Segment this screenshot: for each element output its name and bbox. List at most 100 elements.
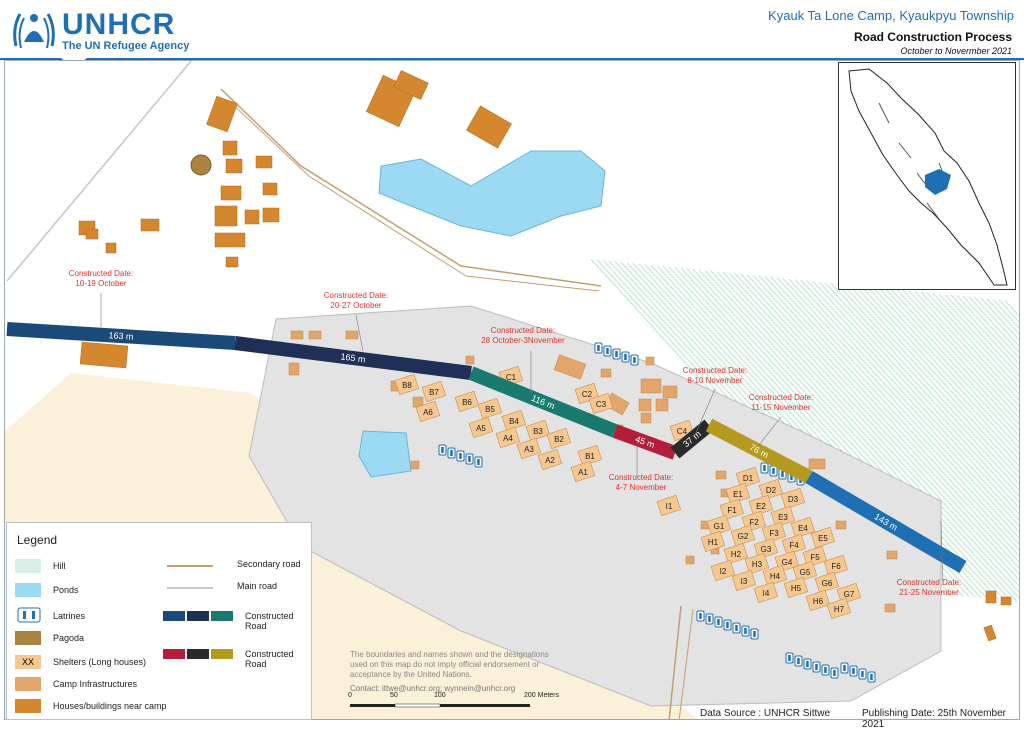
shelter-I4: I4 bbox=[753, 581, 779, 604]
secondary-road-top2 bbox=[228, 100, 600, 292]
shelter-F6: F6 bbox=[823, 554, 849, 577]
road-date-title-2: Constructed Date: bbox=[324, 291, 388, 300]
hill-hatch-line bbox=[794, 279, 1019, 527]
shelter-I2: I2 bbox=[710, 559, 736, 582]
road-date-2: 20-27 October bbox=[330, 301, 381, 310]
hill-hatch-line bbox=[842, 283, 1019, 479]
legend-hill-swatch bbox=[15, 559, 41, 573]
map-title: Road Construction Process bbox=[853, 30, 1012, 44]
shelter-H5: H5 bbox=[783, 576, 809, 599]
shelter-H4: H4 bbox=[762, 564, 788, 587]
shelter-F1: F1 bbox=[719, 498, 745, 521]
hill-hatch-line bbox=[812, 280, 1019, 509]
hill-hatch-line bbox=[830, 282, 1019, 491]
shelter-G3: G3 bbox=[753, 537, 779, 560]
inset-highlight bbox=[925, 169, 951, 195]
contact-info: Contact: ittwe@unhcr.org; wynnein@unhcr.… bbox=[350, 684, 516, 693]
shelter-label-G3: G3 bbox=[761, 545, 772, 554]
shelter-label-E2: E2 bbox=[756, 502, 766, 511]
latrine-icon bbox=[821, 664, 830, 676]
legend-camp-infra-swatch bbox=[15, 677, 41, 691]
legend-ponds: Ponds bbox=[53, 585, 79, 595]
main-road-left bbox=[6, 61, 192, 282]
hill-hatch-line bbox=[866, 286, 1019, 455]
secondary-road-top bbox=[220, 88, 602, 287]
shelter-label-G4: G4 bbox=[782, 558, 793, 567]
shelter-label-D1: D1 bbox=[743, 474, 754, 483]
hill-hatch-line bbox=[818, 281, 1019, 503]
hill-hatch-line bbox=[848, 284, 1019, 473]
road-segment-4 bbox=[612, 424, 678, 460]
shelter-label-B6: B6 bbox=[462, 398, 472, 407]
shelter-label-G1: G1 bbox=[714, 522, 725, 531]
shelter-B4: B4 bbox=[501, 409, 527, 432]
legend-houses: Houses/buildings near camp bbox=[53, 701, 167, 711]
shelter-label-H7: H7 bbox=[834, 605, 845, 614]
shelter-label-E4: E4 bbox=[798, 524, 808, 533]
shelter-E5: E5 bbox=[810, 526, 836, 549]
shelter-B2: B2 bbox=[546, 427, 572, 450]
inset-map-shape bbox=[848, 68, 1008, 286]
road-segment-2 bbox=[234, 336, 472, 380]
road-date-4: 4-7 November bbox=[616, 483, 667, 492]
scale-tick-50: 50 bbox=[390, 692, 398, 699]
shelter-E2: E2 bbox=[748, 494, 774, 517]
latrine-icon bbox=[741, 625, 750, 637]
map-legend: Legend Hill Ponds Latrines Pagoda XX She… bbox=[6, 522, 312, 720]
road-segment-6 bbox=[705, 418, 813, 484]
data-source: Data Source : UNHCR Sittwe bbox=[700, 708, 831, 719]
latrine-icon bbox=[621, 351, 630, 363]
hill-hatch-line bbox=[776, 277, 1019, 545]
shelter-A2: A2 bbox=[537, 448, 563, 471]
road-length-label-2: 165 m bbox=[340, 351, 366, 364]
road-date-title-6: Constructed Date: bbox=[749, 393, 813, 402]
road-date-7: 21-25 November bbox=[899, 588, 959, 597]
shelter-B8: B8 bbox=[394, 373, 420, 396]
hill-hatch-line bbox=[932, 292, 1019, 389]
hill-hatch-line bbox=[722, 271, 1019, 599]
latrine-icon bbox=[830, 667, 839, 679]
hill-hatch-line bbox=[836, 283, 1019, 485]
shelter-H6: H6 bbox=[805, 589, 831, 612]
legend-shelters-swatch: XX bbox=[15, 655, 41, 669]
hill-hatch-line bbox=[740, 273, 1019, 581]
latrine-icon bbox=[849, 665, 858, 677]
shelter-label-E5: E5 bbox=[818, 534, 828, 543]
hill-hatch-line bbox=[878, 287, 1019, 443]
shelter-label-A1: A1 bbox=[578, 468, 588, 477]
hill-hatch-line bbox=[800, 279, 1019, 521]
shelter-label-I4: I4 bbox=[763, 589, 770, 598]
legend-camp-infra: Camp Infrastructures bbox=[53, 679, 138, 689]
shelter-label-G5: G5 bbox=[800, 568, 811, 577]
houses-near-camp bbox=[78, 70, 1012, 642]
legend-secondary-road: Secondary road bbox=[237, 559, 301, 569]
legend-main-road-line bbox=[167, 587, 213, 589]
shelter-G1: G1 bbox=[706, 514, 732, 537]
shelter-label-B5: B5 bbox=[485, 405, 495, 414]
shelter-H3: H3 bbox=[744, 552, 770, 575]
latrine-icon bbox=[858, 668, 867, 680]
scale-tick-200: 200 Meters bbox=[524, 692, 560, 699]
road-date-title-7: Constructed Date: bbox=[897, 578, 961, 587]
hill-hatch-line bbox=[716, 271, 1018, 602]
shelter-label-A3: A3 bbox=[524, 445, 534, 454]
shelter-label-A5: A5 bbox=[476, 424, 486, 433]
shelter-label-G2: G2 bbox=[738, 532, 749, 541]
hill-hatch-line bbox=[914, 291, 1019, 407]
shelter-label-D3: D3 bbox=[788, 495, 799, 504]
hill-hatch-line bbox=[896, 289, 1019, 425]
road-date-title-5: Constructed Date: bbox=[683, 366, 747, 375]
shelter-label-A2: A2 bbox=[545, 456, 555, 465]
hill-hatch-line bbox=[890, 288, 1019, 431]
hill-hatch-line bbox=[938, 293, 1019, 383]
shelter-A1: A1 bbox=[570, 460, 596, 483]
shelter-I1: I1 bbox=[656, 494, 682, 517]
map-header: UNHCR The UN Refugee Agency Kyauk Ta Lon… bbox=[0, 0, 1024, 60]
scale-tick-100: 100 bbox=[434, 692, 446, 699]
latrine-icon bbox=[696, 610, 705, 622]
latrine-icon bbox=[465, 453, 474, 465]
latrine-icon bbox=[812, 661, 821, 673]
latrine-icon bbox=[456, 450, 465, 462]
shelter-label-H5: H5 bbox=[791, 584, 802, 593]
scale-bar: 0 50 100 200 Meters bbox=[348, 692, 559, 720]
